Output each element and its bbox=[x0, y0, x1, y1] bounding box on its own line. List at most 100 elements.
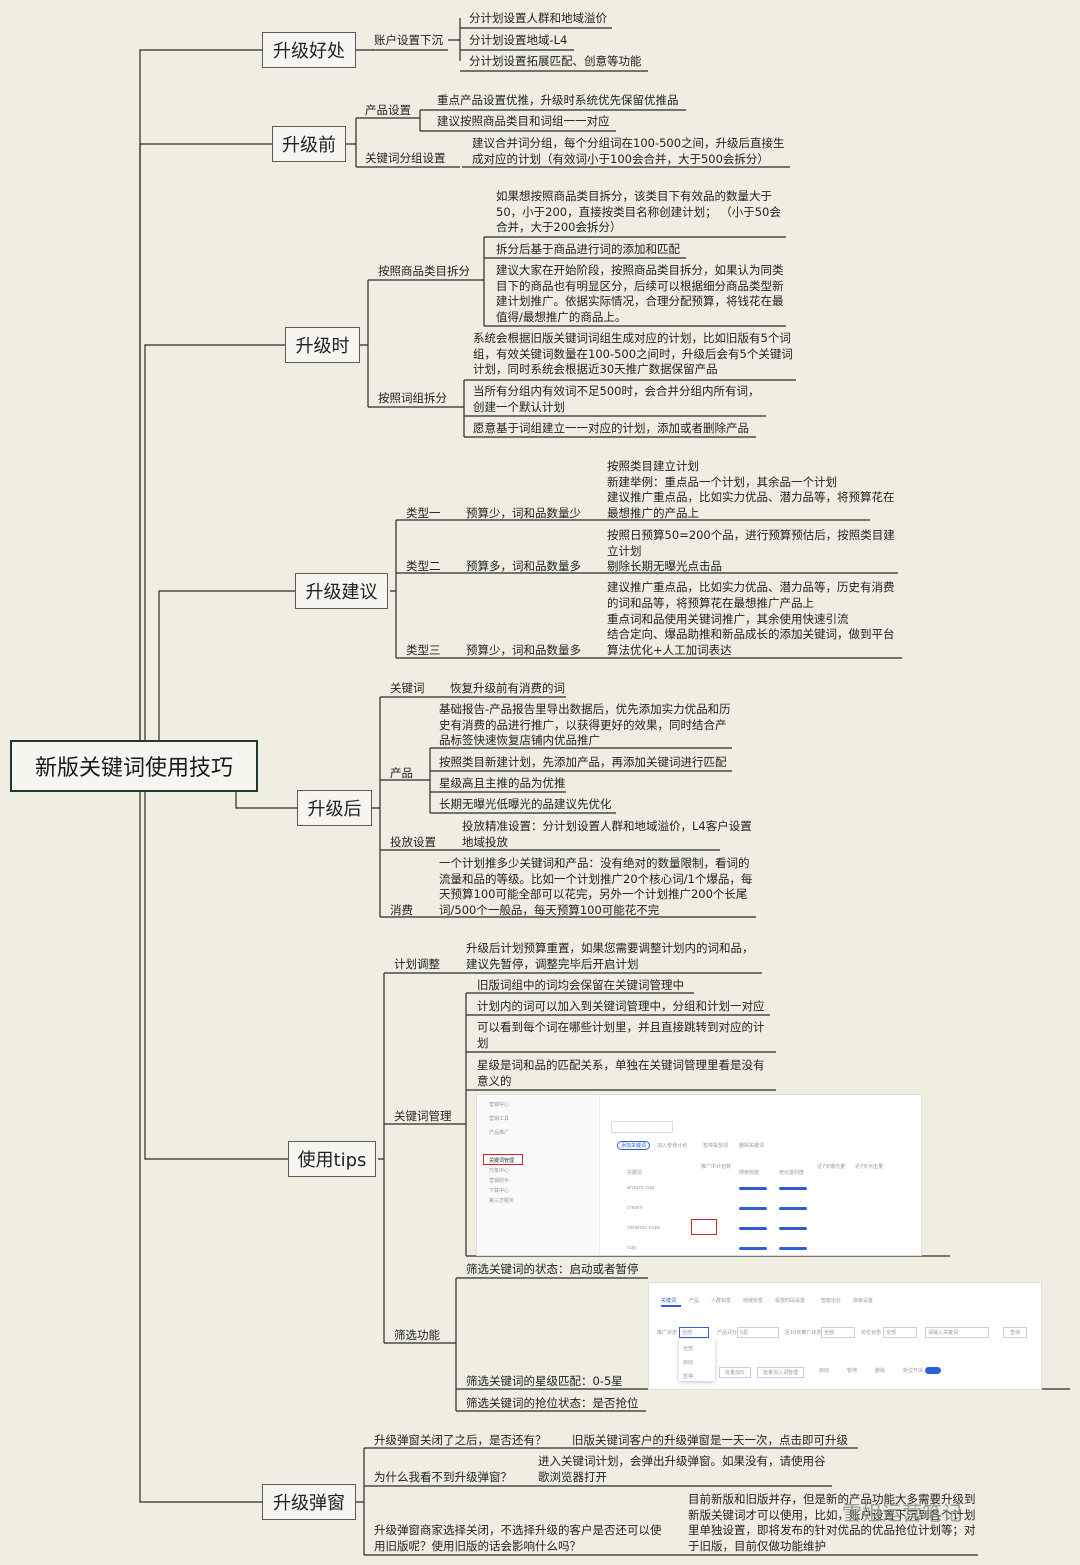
tab[interactable]: 智能出价 bbox=[821, 1298, 842, 1304]
leaf: 建议推广重点品，比如实力优品、潜力品等，将预算花在最想推广的产品上 bbox=[607, 490, 895, 520]
tab[interactable]: 投放时段设置 bbox=[775, 1298, 806, 1304]
side: 下载中心 bbox=[489, 1188, 510, 1194]
status-select[interactable]: 全部 bbox=[679, 1327, 710, 1338]
subtopic-keyword-management[interactable]: 关键词管理 bbox=[394, 1109, 452, 1123]
question-1[interactable]: 升级弹窗关闭了之后，是否还有？ bbox=[374, 1433, 547, 1447]
topic-after-upgrade[interactable]: 升级后 bbox=[297, 790, 372, 826]
tab[interactable]: 地域标签 bbox=[743, 1298, 764, 1304]
question-3[interactable]: 升级弹窗商家选择关闭，不选择升级的客户是否还可以使用旧版呢？使用旧版的话会影响什… bbox=[374, 1523, 662, 1553]
leaf: 按照类目建立计划 bbox=[607, 459, 699, 473]
leaf: 筛选关键词的状态：启动或者暂停 bbox=[466, 1262, 639, 1276]
col: 近7天点击量 bbox=[855, 1164, 884, 1170]
query-button[interactable]: 查询 bbox=[1003, 1327, 1028, 1338]
leaf: 剔除长期无曝光点击品 bbox=[607, 559, 722, 573]
col: 竞价激烈度 bbox=[779, 1170, 805, 1176]
tab[interactable]: 高级设置 bbox=[853, 1298, 874, 1304]
filter-label: 推广状态 bbox=[657, 1330, 678, 1336]
col: 推广中计划数 bbox=[701, 1164, 732, 1170]
topic-before-upgrade[interactable]: 升级前 bbox=[272, 126, 346, 162]
topic-upgrade-advice[interactable]: 升级建议 bbox=[295, 573, 388, 609]
row: cup bbox=[627, 1245, 637, 1251]
subtopic-by-group[interactable]: 按照词组拆分 bbox=[378, 391, 447, 405]
leaf: 当所有分组内有效词不足500时，会合并分组内所有词，创建一个默认计划 bbox=[473, 384, 760, 414]
tab[interactable]: 添加关键词 bbox=[617, 1141, 651, 1150]
leaf: 一个计划推多少关键词和产品：没有绝对的数量限制，看词的流量和品的等级。比如一个计… bbox=[439, 856, 753, 917]
subtopic-type-1[interactable]: 类型一 bbox=[406, 506, 441, 520]
bid-select[interactable]: 全部 bbox=[883, 1327, 918, 1338]
filter-label: 近10天推广状态 bbox=[785, 1330, 822, 1336]
col: 关键词 bbox=[627, 1170, 643, 1176]
leaf: 旧版词组中的词均会保留在关键词管理中 bbox=[477, 978, 684, 992]
filter-panel-screenshot: 关键词 产品 人群标签 地域标签 投放时段设置 智能出价 高级设置 推广状态 全… bbox=[648, 1282, 1042, 1390]
leaf: 可以看到每个词在哪些计划里，并且直接跳转到对应的计划 bbox=[477, 1020, 765, 1050]
bid-toggle[interactable] bbox=[925, 1367, 941, 1374]
subtopic-spend[interactable]: 消费 bbox=[390, 903, 413, 917]
dropdown-option[interactable]: 暂停 bbox=[683, 1374, 694, 1380]
tab[interactable]: 删除关键词 bbox=[739, 1143, 765, 1149]
subtopic-product-settings[interactable]: 产品设置 bbox=[365, 103, 411, 117]
subtopic-keyword-group[interactable]: 关键词分组设置 bbox=[365, 151, 446, 165]
subtopic-by-category[interactable]: 按照商品类目拆分 bbox=[378, 264, 470, 278]
batch-add-button[interactable]: 批量加入词管理 bbox=[757, 1367, 805, 1378]
start-button[interactable]: 启动 bbox=[819, 1368, 830, 1374]
side-active: 关键词管理 bbox=[489, 1158, 515, 1164]
answer-1: 旧版关键词客户的升级弹窗是一天一次，点击即可升级 bbox=[572, 1433, 848, 1447]
batch-price-button[interactable]: 批量加价 bbox=[719, 1367, 752, 1378]
col: 近7天曝光量 bbox=[817, 1164, 846, 1170]
leaf: 升级后计划预算重置，如果您需要调整计划内的词和品，建议先暂停，调整完毕后开启计划 bbox=[466, 941, 754, 971]
answer-3: 目前新版和旧版并存，但是新的产品功能大多需要升级到新版关键词才可以使用，比如，账… bbox=[688, 1492, 976, 1553]
leaf: 按照日预算50=200个品，进行预算预估后，按照类目建立计划 bbox=[607, 528, 895, 558]
pause-button[interactable]: 暂停 bbox=[847, 1368, 858, 1374]
side: 万象中心 bbox=[489, 1168, 510, 1174]
tab[interactable]: 关键词 bbox=[661, 1298, 677, 1304]
tab[interactable]: 产品 bbox=[689, 1298, 700, 1304]
subtopic-filter[interactable]: 筛选功能 bbox=[394, 1328, 440, 1342]
row: cream bbox=[627, 1205, 643, 1211]
subtopic-product[interactable]: 产品 bbox=[390, 766, 413, 780]
tab[interactable]: 加入普通计划 bbox=[657, 1143, 688, 1149]
subtopic-type-3[interactable]: 类型三 bbox=[406, 643, 441, 657]
leaf: 建议大家在开始阶段，按照商品类目拆分，如果认为同类目下的商品也有明显区分，后续可… bbox=[496, 263, 784, 324]
leaf: 拆分后基于商品进行词的添加和匹配 bbox=[496, 242, 680, 256]
dropdown-option[interactable]: 启动 bbox=[683, 1360, 694, 1366]
type-3-desc: 预算少，词和品数量多 bbox=[466, 643, 581, 657]
subtopic-account-settings[interactable]: 账户设置下沉 bbox=[374, 33, 443, 47]
subtopic-keywords[interactable]: 关键词 bbox=[390, 681, 425, 695]
delete-button[interactable]: 删除 bbox=[875, 1368, 886, 1374]
leaf: 重点词和品使用关键词推广，其余使用快速引流 bbox=[607, 612, 849, 626]
star-select[interactable]: 5星 bbox=[737, 1327, 780, 1338]
side: 产品推广 bbox=[489, 1130, 510, 1136]
tab[interactable]: 暂停投放词 bbox=[703, 1143, 729, 1149]
subtopic-type-2[interactable]: 类型二 bbox=[406, 559, 441, 573]
recent-select[interactable]: 全部 bbox=[821, 1327, 856, 1338]
subtopic-delivery[interactable]: 投放设置 bbox=[390, 835, 436, 849]
leaf: 星级高且主推的品为优推 bbox=[439, 776, 566, 790]
leaf: 结合定向、爆品助推和新品成长的添加关键词，做到平台算法优化+人工加词表达 bbox=[607, 627, 895, 657]
leaf: 投放精准设置：分计划设置人群和地域溢价，L4客户设置地域投放 bbox=[462, 819, 752, 849]
keyword-management-screenshot: 营销中心 营销工具 产品推广 关键词管理 万象中心 营销助手 下载中心 第三方服… bbox=[476, 1094, 922, 1256]
row: ceramic cups bbox=[627, 1225, 661, 1231]
side: 营销工具 bbox=[489, 1116, 510, 1122]
tab[interactable]: 人群标签 bbox=[711, 1298, 732, 1304]
leaf: 新建举例：重点品一个计划，其余品一个计划 bbox=[607, 475, 837, 489]
leaf: 分计划设置拓展匹配、创意等功能 bbox=[469, 54, 642, 68]
subtopic-plan-adjust[interactable]: 计划调整 bbox=[394, 957, 440, 971]
dropdown-option[interactable]: 全部 bbox=[683, 1346, 694, 1352]
filter-label: 抢位状态 bbox=[861, 1330, 882, 1336]
keyword-search[interactable]: 请输入关键词 bbox=[925, 1327, 990, 1338]
leaf: 基础报告-产品报告里导出数据后，优先添加实力优品和历史有消费的品进行推广，以获得… bbox=[439, 702, 731, 747]
highlight-box bbox=[483, 1154, 523, 1165]
watermark: 雪姐运营笔记 bbox=[842, 1501, 962, 1525]
side: 营销助手 bbox=[489, 1178, 510, 1184]
leaf: 建议推广重点品，比如实力优品、潜力品等，历史有消费的词和品等，将预算花在最想推广… bbox=[607, 580, 895, 610]
topic-upgrade-popup[interactable]: 升级弹窗 bbox=[262, 1484, 356, 1520]
topic-tips[interactable]: 使用tips bbox=[288, 1141, 376, 1177]
topic-upgrade-benefits[interactable]: 升级好处 bbox=[262, 32, 356, 68]
leaf: 筛选关键词的星级匹配：0-5星 bbox=[466, 1374, 623, 1388]
question-2[interactable]: 为什么我看不到升级弹窗？ bbox=[374, 1470, 512, 1484]
root-topic[interactable]: 新版关键词使用技巧 bbox=[10, 740, 258, 792]
leaf: 重点产品设置优推，升级时系统优先保留优推品 bbox=[437, 93, 679, 107]
leaf: 筛选关键词的抢位状态：是否抢位 bbox=[466, 1396, 639, 1410]
leaf: 如果想按照商品类目拆分，该类目下有效品的数量大于50，小于200，直接按类目名称… bbox=[496, 189, 781, 234]
topic-during-upgrade[interactable]: 升级时 bbox=[285, 327, 360, 363]
